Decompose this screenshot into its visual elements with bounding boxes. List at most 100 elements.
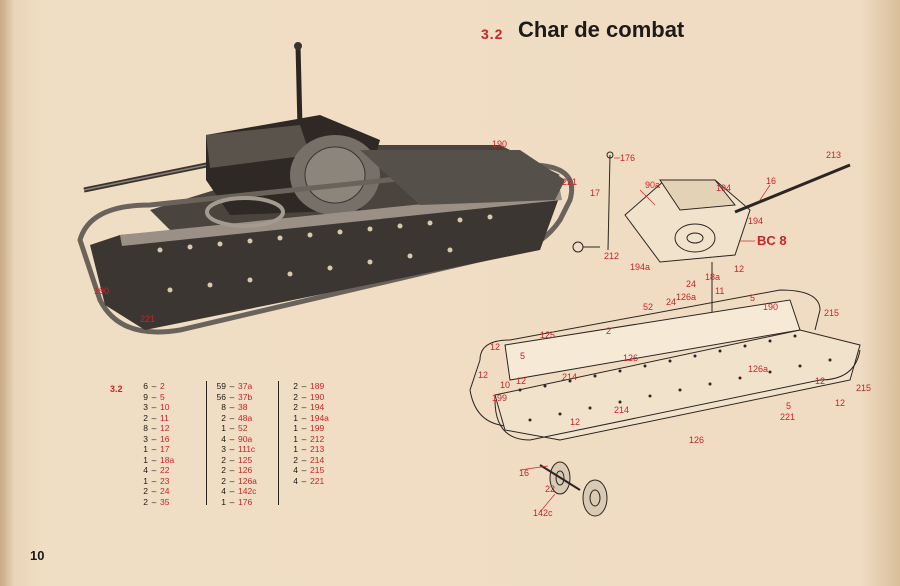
parts-number: 48a [238,412,253,423]
parts-number: 213 [310,444,325,454]
parts-row: 3–111c [212,444,282,455]
parts-qty: 3 [143,402,148,412]
parts-qty: 2 [293,391,298,402]
callout-190-left: 190 [94,286,109,296]
callout-190: 190 [763,302,778,312]
parts-dash: – [301,423,307,433]
parts-row: 2–126 [212,465,282,476]
parts-dash: – [151,486,157,496]
parts-row: 4–221 [284,476,354,487]
callout-194-b: 194 [748,216,763,226]
parts-dash: – [229,444,235,454]
callout-5-a: 5 [750,293,755,303]
parts-qty: 2 [143,486,148,496]
parts-number: 23 [160,475,170,486]
parts-qty: 9 [143,391,148,402]
callout-194a: 194a [630,262,650,272]
callout-90a: 90a [645,180,660,190]
parts-qty: 6 [143,381,148,391]
parts-dash: – [151,391,157,402]
parts-qty: 1 [221,423,226,433]
parts-number: 125 [238,454,253,465]
parts-qty: 4 [293,475,298,486]
parts-number: 199 [310,423,325,433]
parts-row: 59–37a [212,381,282,392]
parts-divider [278,381,279,505]
callout-213: 213 [826,150,841,160]
callout-5-c: 5 [786,401,791,411]
parts-qty: 2 [143,496,148,507]
parts-row: 8–38 [212,402,282,413]
parts-row: 2–126a [212,476,282,487]
parts-row: 2–190 [284,392,354,403]
parts-number: 111c [238,444,256,454]
parts-number: 189 [310,381,325,391]
parts-row: 1–199 [284,423,354,434]
callout-11: 11 [715,286,724,296]
parts-row: 9–5 [134,392,204,403]
parts-number: 221 [310,475,325,486]
parts-number: 16 [160,433,170,444]
callout-5-b: 5 [520,351,525,361]
parts-qty: 56 [216,391,226,402]
parts-qty: 2 [293,454,298,465]
callout-52: 52 [643,302,653,312]
callout-22: 22 [545,484,555,494]
parts-row: 4–90a [212,434,282,445]
callout-221: 221 [780,412,795,422]
callout-2: 2 [606,326,611,336]
parts-qty: 4 [221,486,226,496]
page-fold-shadow [0,0,14,586]
callout-199: 199 [492,393,507,403]
parts-number: 18a [160,454,175,465]
parts-row: 2–48a [212,413,282,424]
parts-qty: 4 [143,465,148,475]
callout-12-b: 12 [490,342,500,352]
parts-row: 6–2 [134,381,204,392]
page-number: 10 [30,548,45,563]
parts-dash: – [151,423,157,433]
parts-qty: 8 [221,402,226,412]
parts-row: 2–11 [134,413,204,424]
parts-row: 3–16 [134,434,204,445]
parts-row: 1–17 [134,444,204,455]
callout-214-a: 214 [562,372,577,382]
parts-qty: 2 [221,475,226,486]
parts-row: 3–10 [134,402,204,413]
parts-number: 142c [238,486,257,496]
parts-dash: – [301,402,307,412]
parts-number: 194a [310,412,329,423]
parts-dash: – [301,412,307,423]
callout-24-b: 24 [666,297,676,307]
parts-dash: – [151,465,157,475]
callout-215-b: 215 [856,383,871,393]
parts-number: 5 [160,391,165,402]
parts-dash: – [301,444,307,454]
parts-row: 1–18a [134,455,204,466]
parts-divider [206,381,207,505]
parts-row: 4–142c [212,486,282,497]
parts-dash: – [301,465,307,475]
parts-row: 1–52 [212,423,282,434]
parts-dash: – [229,465,235,475]
parts-number: 37b [238,391,253,402]
parts-number: 126 [238,465,253,475]
callout-24-a: 24 [686,279,696,289]
parts-number: 176 [238,496,253,507]
parts-row: 2–24 [134,486,204,497]
parts-number: 2 [160,381,165,391]
parts-dash: – [151,402,157,412]
parts-number: 17 [160,444,170,454]
callout-221-right: 221 [562,177,577,187]
callout-126a-b: 126a [748,364,768,374]
callout-17: 17 [590,188,600,198]
callout-12-a: 12 [734,264,744,274]
parts-dash: – [229,381,235,391]
parts-number: 212 [310,433,325,444]
parts-dash: – [301,475,307,486]
parts-dash: – [229,423,235,433]
parts-qty: 1 [293,444,298,454]
parts-number: 90a [238,433,253,444]
callout-10: 10 [500,380,510,390]
parts-dash: – [229,402,235,412]
